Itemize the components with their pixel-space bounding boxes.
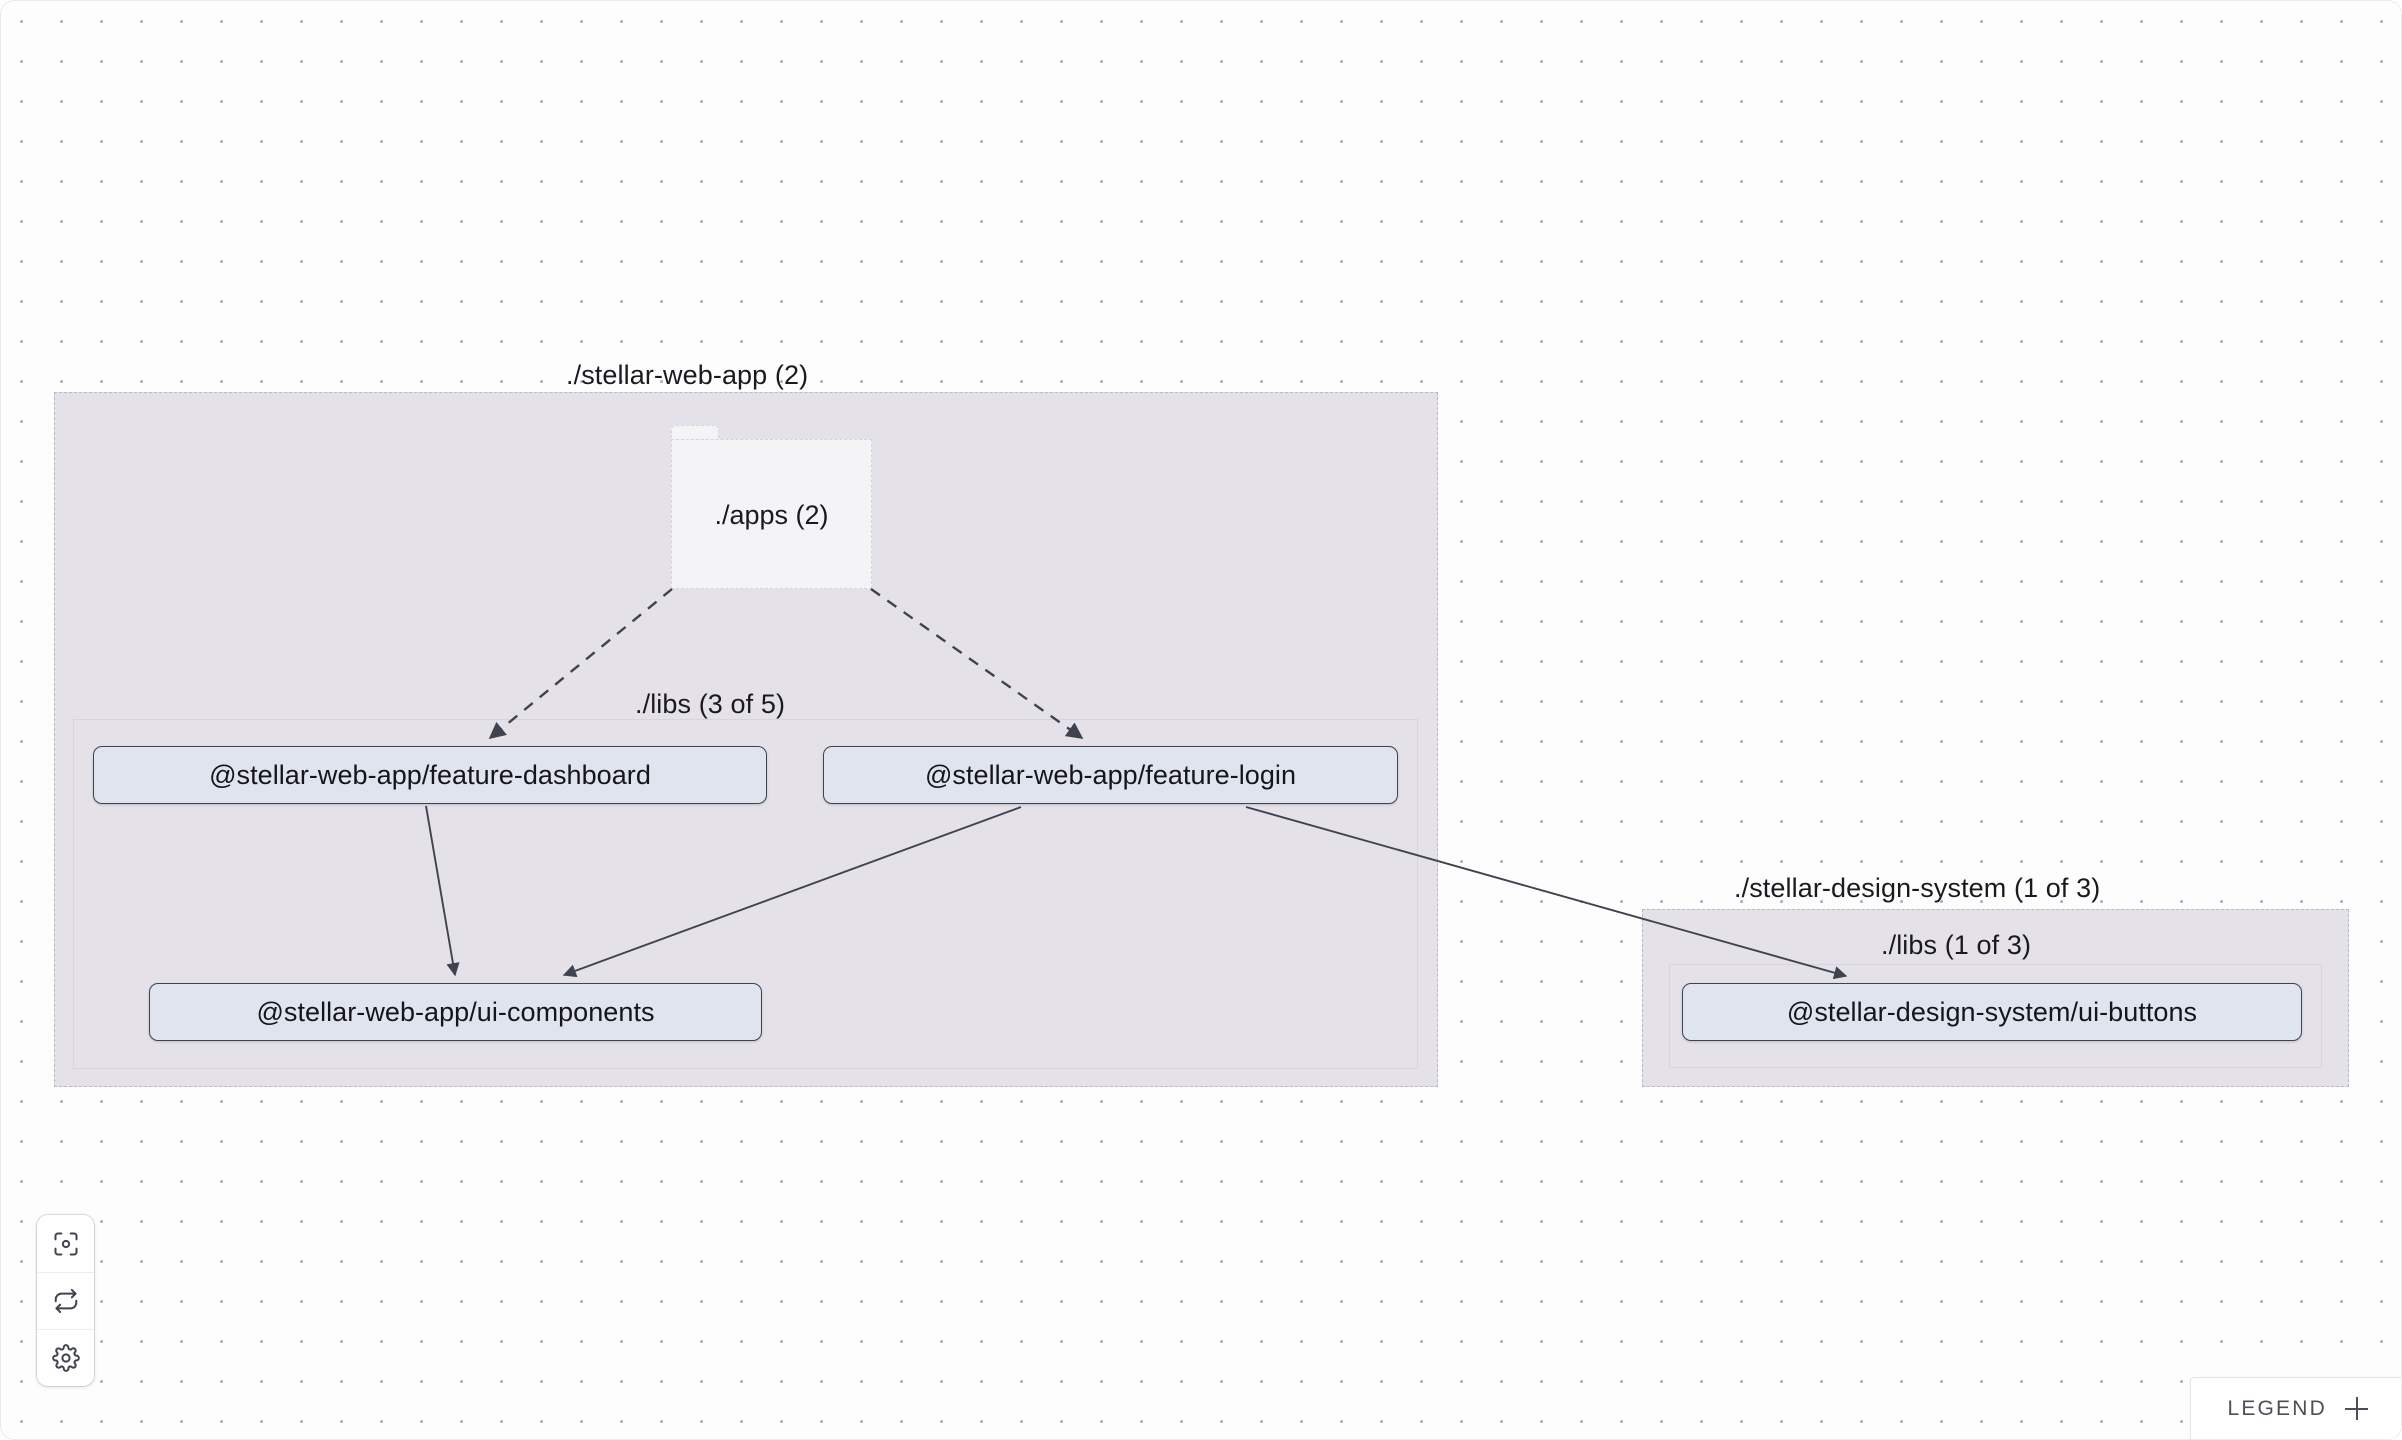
- legend-panel[interactable]: LEGEND: [2190, 1377, 2401, 1439]
- gear-icon: [51, 1344, 80, 1372]
- subgroup-label-web-app-libs: ./libs (3 of 5): [635, 689, 786, 719]
- folder-label-apps: ./apps (2): [714, 500, 829, 530]
- node-ui-buttons[interactable]: @stellar-design-system/ui-buttons: [1682, 983, 2302, 1041]
- node-feature-login[interactable]: @stellar-web-app/feature-login: [823, 746, 1398, 804]
- node-label-ui-buttons: @stellar-design-system/ui-buttons: [1786, 996, 2198, 1027]
- node-ui-components[interactable]: @stellar-web-app/ui-components: [149, 983, 762, 1041]
- node-label-feature-dashboard: @stellar-web-app/feature-dashboard: [209, 759, 651, 790]
- node-label-feature-login: @stellar-web-app/feature-login: [924, 759, 1297, 790]
- graph-toolbar: [37, 1215, 94, 1386]
- refresh-cycle-icon: [52, 1287, 80, 1315]
- group-label-stellar-web-app: ./stellar-web-app (2): [566, 360, 809, 390]
- legend-label: LEGEND: [2227, 1396, 2327, 1420]
- node-feature-dashboard[interactable]: @stellar-web-app/feature-dashboard: [93, 746, 767, 804]
- focus-graph-button[interactable]: [37, 1215, 94, 1272]
- refresh-graph-button[interactable]: [37, 1272, 94, 1329]
- focus-target-icon: [52, 1230, 80, 1258]
- node-label-ui-components: @stellar-web-app/ui-components: [256, 996, 655, 1027]
- subgroup-label-design-system-libs: ./libs (1 of 3): [1881, 930, 2032, 960]
- settings-button[interactable]: [37, 1329, 94, 1386]
- plus-icon[interactable]: [2345, 1397, 2368, 1420]
- group-label-stellar-design-system: ./stellar-design-system (1 of 3): [1734, 873, 2101, 903]
- folder-apps[interactable]: ./apps (2): [671, 439, 872, 589]
